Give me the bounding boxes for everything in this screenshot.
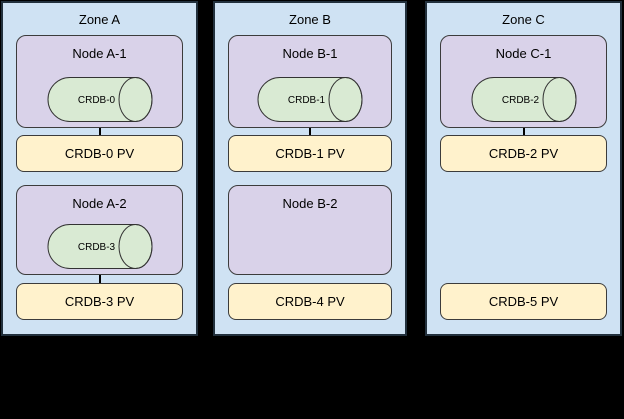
- node-b2: Node B-2: [228, 185, 392, 275]
- node-b1: Node B-1 CRDB-1: [228, 35, 392, 128]
- crdb-pod-cylinder: CRDB-3: [47, 224, 152, 269]
- pv-box: CRDB-1 PV: [228, 135, 392, 172]
- zone-a: Zone A Node A-1 CRDB-0 CRDB-0 PV Node A-…: [1, 1, 198, 336]
- pod-pv-connector-line: [98, 128, 101, 135]
- node-a1-title: Node A-1: [72, 46, 127, 61]
- pod-pv-connector-line: [98, 275, 101, 283]
- zone-a-title: Zone A: [78, 12, 121, 27]
- pod-label: CRDB-3: [77, 242, 115, 253]
- pod-pv-connector-line: [309, 128, 311, 135]
- node-c1: Node C-1 CRDB-2: [440, 35, 607, 128]
- pv-box: CRDB-0 PV: [16, 135, 183, 172]
- node-b2-title: Node B-2: [282, 196, 338, 211]
- node-a1: Node A-1 CRDB-0: [16, 35, 183, 128]
- pod-label: CRDB-1: [288, 95, 326, 106]
- zone-c: Zone C Node C-1 CRDB-2 CRDB-2 PV CRDB-5 …: [425, 1, 622, 336]
- pv-box: CRDB-4 PV: [228, 283, 392, 320]
- crdb-pod-cylinder: CRDB-2: [471, 77, 576, 122]
- zone-c-title: Zone C: [502, 12, 545, 27]
- zone-b-title: Zone B: [289, 12, 331, 27]
- node-c1-title: Node C-1: [495, 46, 552, 61]
- pv-box: CRDB-3 PV: [16, 283, 183, 320]
- pod-label: CRDB-0: [77, 95, 115, 106]
- crdb-pod-cylinder: CRDB-0: [47, 77, 152, 122]
- pv-box: CRDB-2 PV: [440, 135, 607, 172]
- pv-box: CRDB-5 PV: [440, 283, 607, 320]
- node-a2: Node A-2 CRDB-3: [16, 185, 183, 275]
- pod-pv-connector-line: [522, 128, 525, 135]
- node-a2-title: Node A-2: [72, 196, 127, 211]
- pod-label: CRDB-2: [501, 95, 539, 106]
- node-b1-title: Node B-1: [282, 46, 338, 61]
- crdb-pod-cylinder: CRDB-1: [257, 77, 363, 122]
- zone-b: Zone B Node B-1 CRDB-1 CRDB-1 PV Node B-…: [213, 1, 407, 336]
